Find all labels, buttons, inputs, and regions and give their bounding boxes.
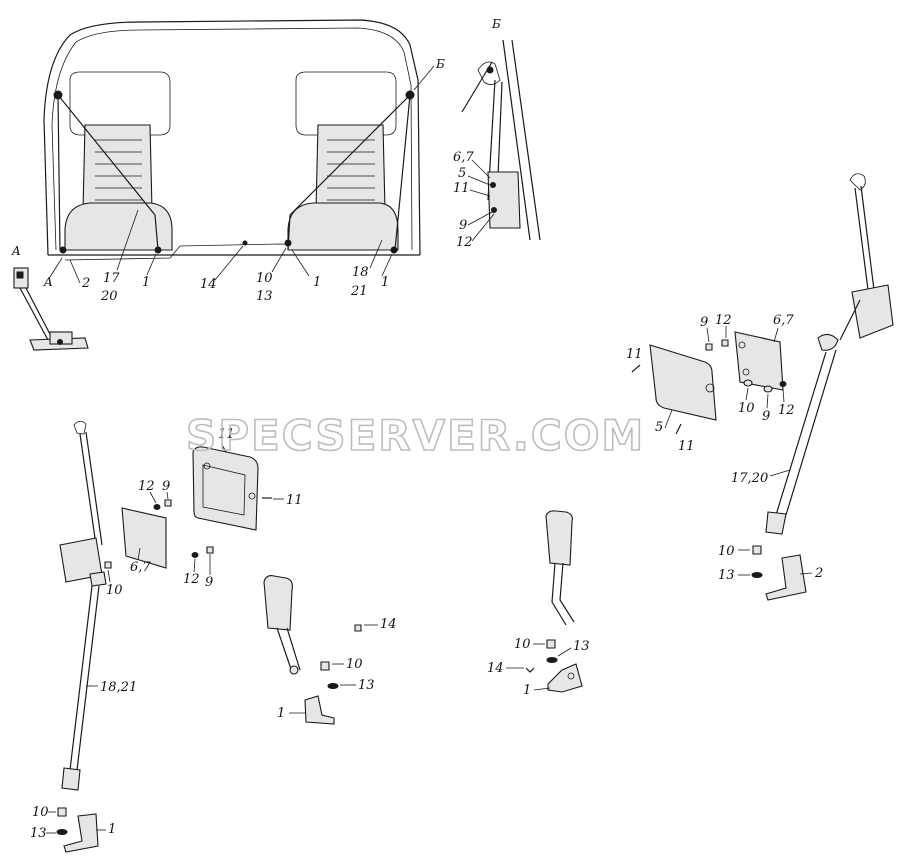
detail-b: Б 6,7 5 11 9 12: [453, 17, 541, 250]
right-cover-assembly: 9 12 6,7 11 10 9 12 5 11: [626, 313, 795, 454]
right-anchor-bracket: [765, 554, 807, 601]
left-cover-assembly: 11 11 12 9 6,7 10 12 9: [104, 427, 303, 598]
lc-label-10: 10: [106, 583, 123, 598]
cab-label-1b: 1: [313, 275, 321, 290]
cab-label-13: 13: [256, 289, 273, 304]
lc-label-9: 9: [162, 479, 170, 494]
rc-label-67: 6,7: [773, 313, 794, 328]
cab-callouts: 2 17 20 1 14 10 13 1 18 21 1: [69, 209, 393, 304]
rc-label-9b: 9: [762, 409, 770, 424]
center-buckle-body: [263, 575, 293, 631]
left-seat-belt: 18,21 10 13 1: [30, 420, 137, 853]
watermark-text: SPECSERVER.COM: [186, 411, 645, 460]
right-retractor: [851, 284, 894, 339]
view-b-label-cab: Б: [435, 57, 445, 71]
center-anchor-bracket: [304, 695, 335, 725]
rc-label-12: 12: [715, 313, 732, 328]
lc-label-9b: 9: [205, 575, 213, 590]
lc-label-11a: 11: [218, 427, 235, 442]
cab-label-17: 17: [103, 271, 120, 286]
rb-label-1720: 17,20: [731, 471, 768, 486]
detail-b-label-11: 11: [453, 181, 470, 196]
cab-rear-view: A Б 2 17 20 1 14 10 13 1 18 21 1: [43, 19, 445, 304]
right-trim-cover: [649, 344, 717, 421]
detail-b-label-12: 12: [456, 235, 473, 250]
lc-label-67: 6,7: [130, 560, 151, 575]
rk-label-13: 13: [573, 639, 590, 654]
cab-label-14: 14: [200, 277, 217, 292]
rk-label-14: 14: [487, 661, 504, 676]
lb-label-1: 1: [108, 822, 116, 837]
cb-label-1: 1: [277, 706, 285, 721]
cab-label-1c: 1: [381, 275, 389, 290]
right-anchor-bracket-2: [547, 663, 583, 693]
lb-label-10: 10: [32, 805, 49, 820]
cab-label-1a: 1: [142, 275, 150, 290]
lb-label-13: 13: [30, 826, 47, 841]
detail-b-label-5: 5: [458, 166, 466, 181]
rk-label-10: 10: [514, 637, 531, 652]
cab-label-20: 20: [100, 289, 118, 304]
right-seat-back: [315, 124, 386, 211]
rb-label-13: 13: [718, 568, 735, 583]
lc-label-11b: 11: [286, 493, 303, 508]
center-buckle: 14 10 13 1: [263, 575, 397, 725]
rb-label-10: 10: [718, 544, 735, 559]
detail-b-title: Б: [491, 17, 501, 31]
rc-label-5: 5: [655, 420, 663, 435]
rc-label-11a: 11: [626, 347, 643, 362]
cb-label-14: 14: [380, 617, 397, 632]
left-bracket: [121, 507, 167, 569]
detail-a: A: [11, 244, 89, 351]
rc-label-9: 9: [700, 315, 708, 330]
cab-label-18: 18: [352, 265, 369, 280]
cab-label-10: 10: [256, 271, 273, 286]
right-buckle-body: [545, 510, 573, 566]
left-seat-cushion: [64, 202, 173, 251]
right-buckle: 10 13 14 1: [487, 510, 590, 698]
cb-label-10: 10: [346, 657, 363, 672]
view-a-label-cab: A: [43, 275, 53, 289]
detail-b-label-9: 9: [459, 218, 467, 233]
lc-label-12b: 12: [183, 572, 200, 587]
cb-label-13: 13: [358, 678, 375, 693]
left-seat-back: [82, 124, 153, 211]
detail-b-label-67: 6,7: [453, 150, 474, 165]
lb-label-1821: 18,21: [100, 680, 137, 695]
right-seat-cushion: [287, 202, 399, 251]
right-bracket: [734, 331, 784, 391]
rc-label-10: 10: [738, 401, 755, 416]
cab-label-2: 2: [81, 276, 90, 291]
detail-a-title: A: [11, 244, 21, 258]
rb-label-2: 2: [814, 566, 823, 581]
left-anchor-bracket: [63, 813, 99, 853]
cab-label-21: 21: [350, 284, 368, 299]
right-seat-belt: 17,20 10 13 2: [718, 173, 894, 601]
rk-label-1: 1: [523, 683, 531, 698]
lc-label-12: 12: [138, 479, 155, 494]
rc-label-11b: 11: [678, 439, 695, 454]
rc-label-12b: 12: [778, 403, 795, 418]
